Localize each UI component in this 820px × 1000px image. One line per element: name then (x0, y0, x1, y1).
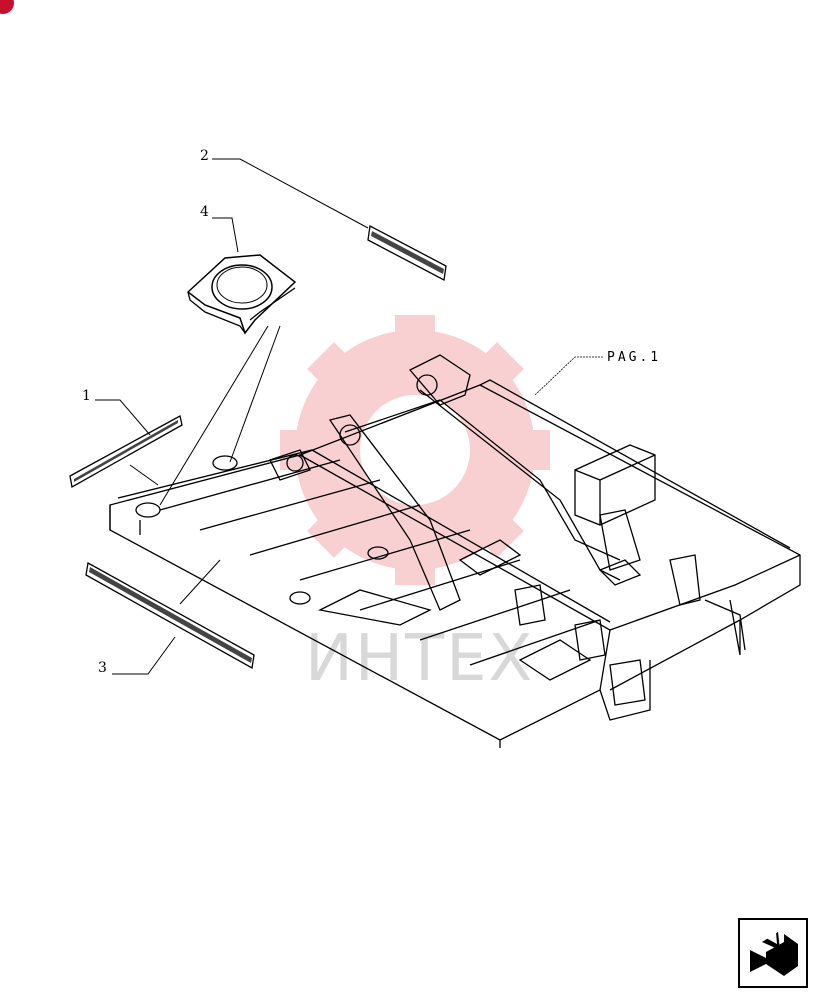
brand-logo (0, 0, 14, 14)
callout-1: 1 (82, 388, 159, 486)
callout-3-label: 3 (98, 660, 107, 676)
part-1-strip (69, 415, 183, 489)
callout-1-label: 1 (82, 388, 91, 404)
watermark-text: ИНТЕХ (305, 622, 534, 696)
callout-2: 2 (200, 148, 369, 229)
chassis-frame (109, 354, 801, 748)
callout-3: 3 (98, 559, 221, 676)
page-reference: PAG.1 (534, 350, 661, 396)
part-2-strip (367, 224, 447, 282)
callout-2-label: 2 (200, 148, 209, 164)
part-4-bearing-plate (186, 254, 297, 335)
callout-4-label: 4 (200, 204, 209, 220)
callout-4: 4 (159, 204, 281, 506)
return-arrow-icon (750, 932, 798, 976)
return-button[interactable] (738, 918, 808, 988)
part-3-strip (85, 561, 255, 670)
watermark-gear-icon (280, 315, 550, 585)
page-reference-label: PAG.1 (607, 350, 661, 365)
